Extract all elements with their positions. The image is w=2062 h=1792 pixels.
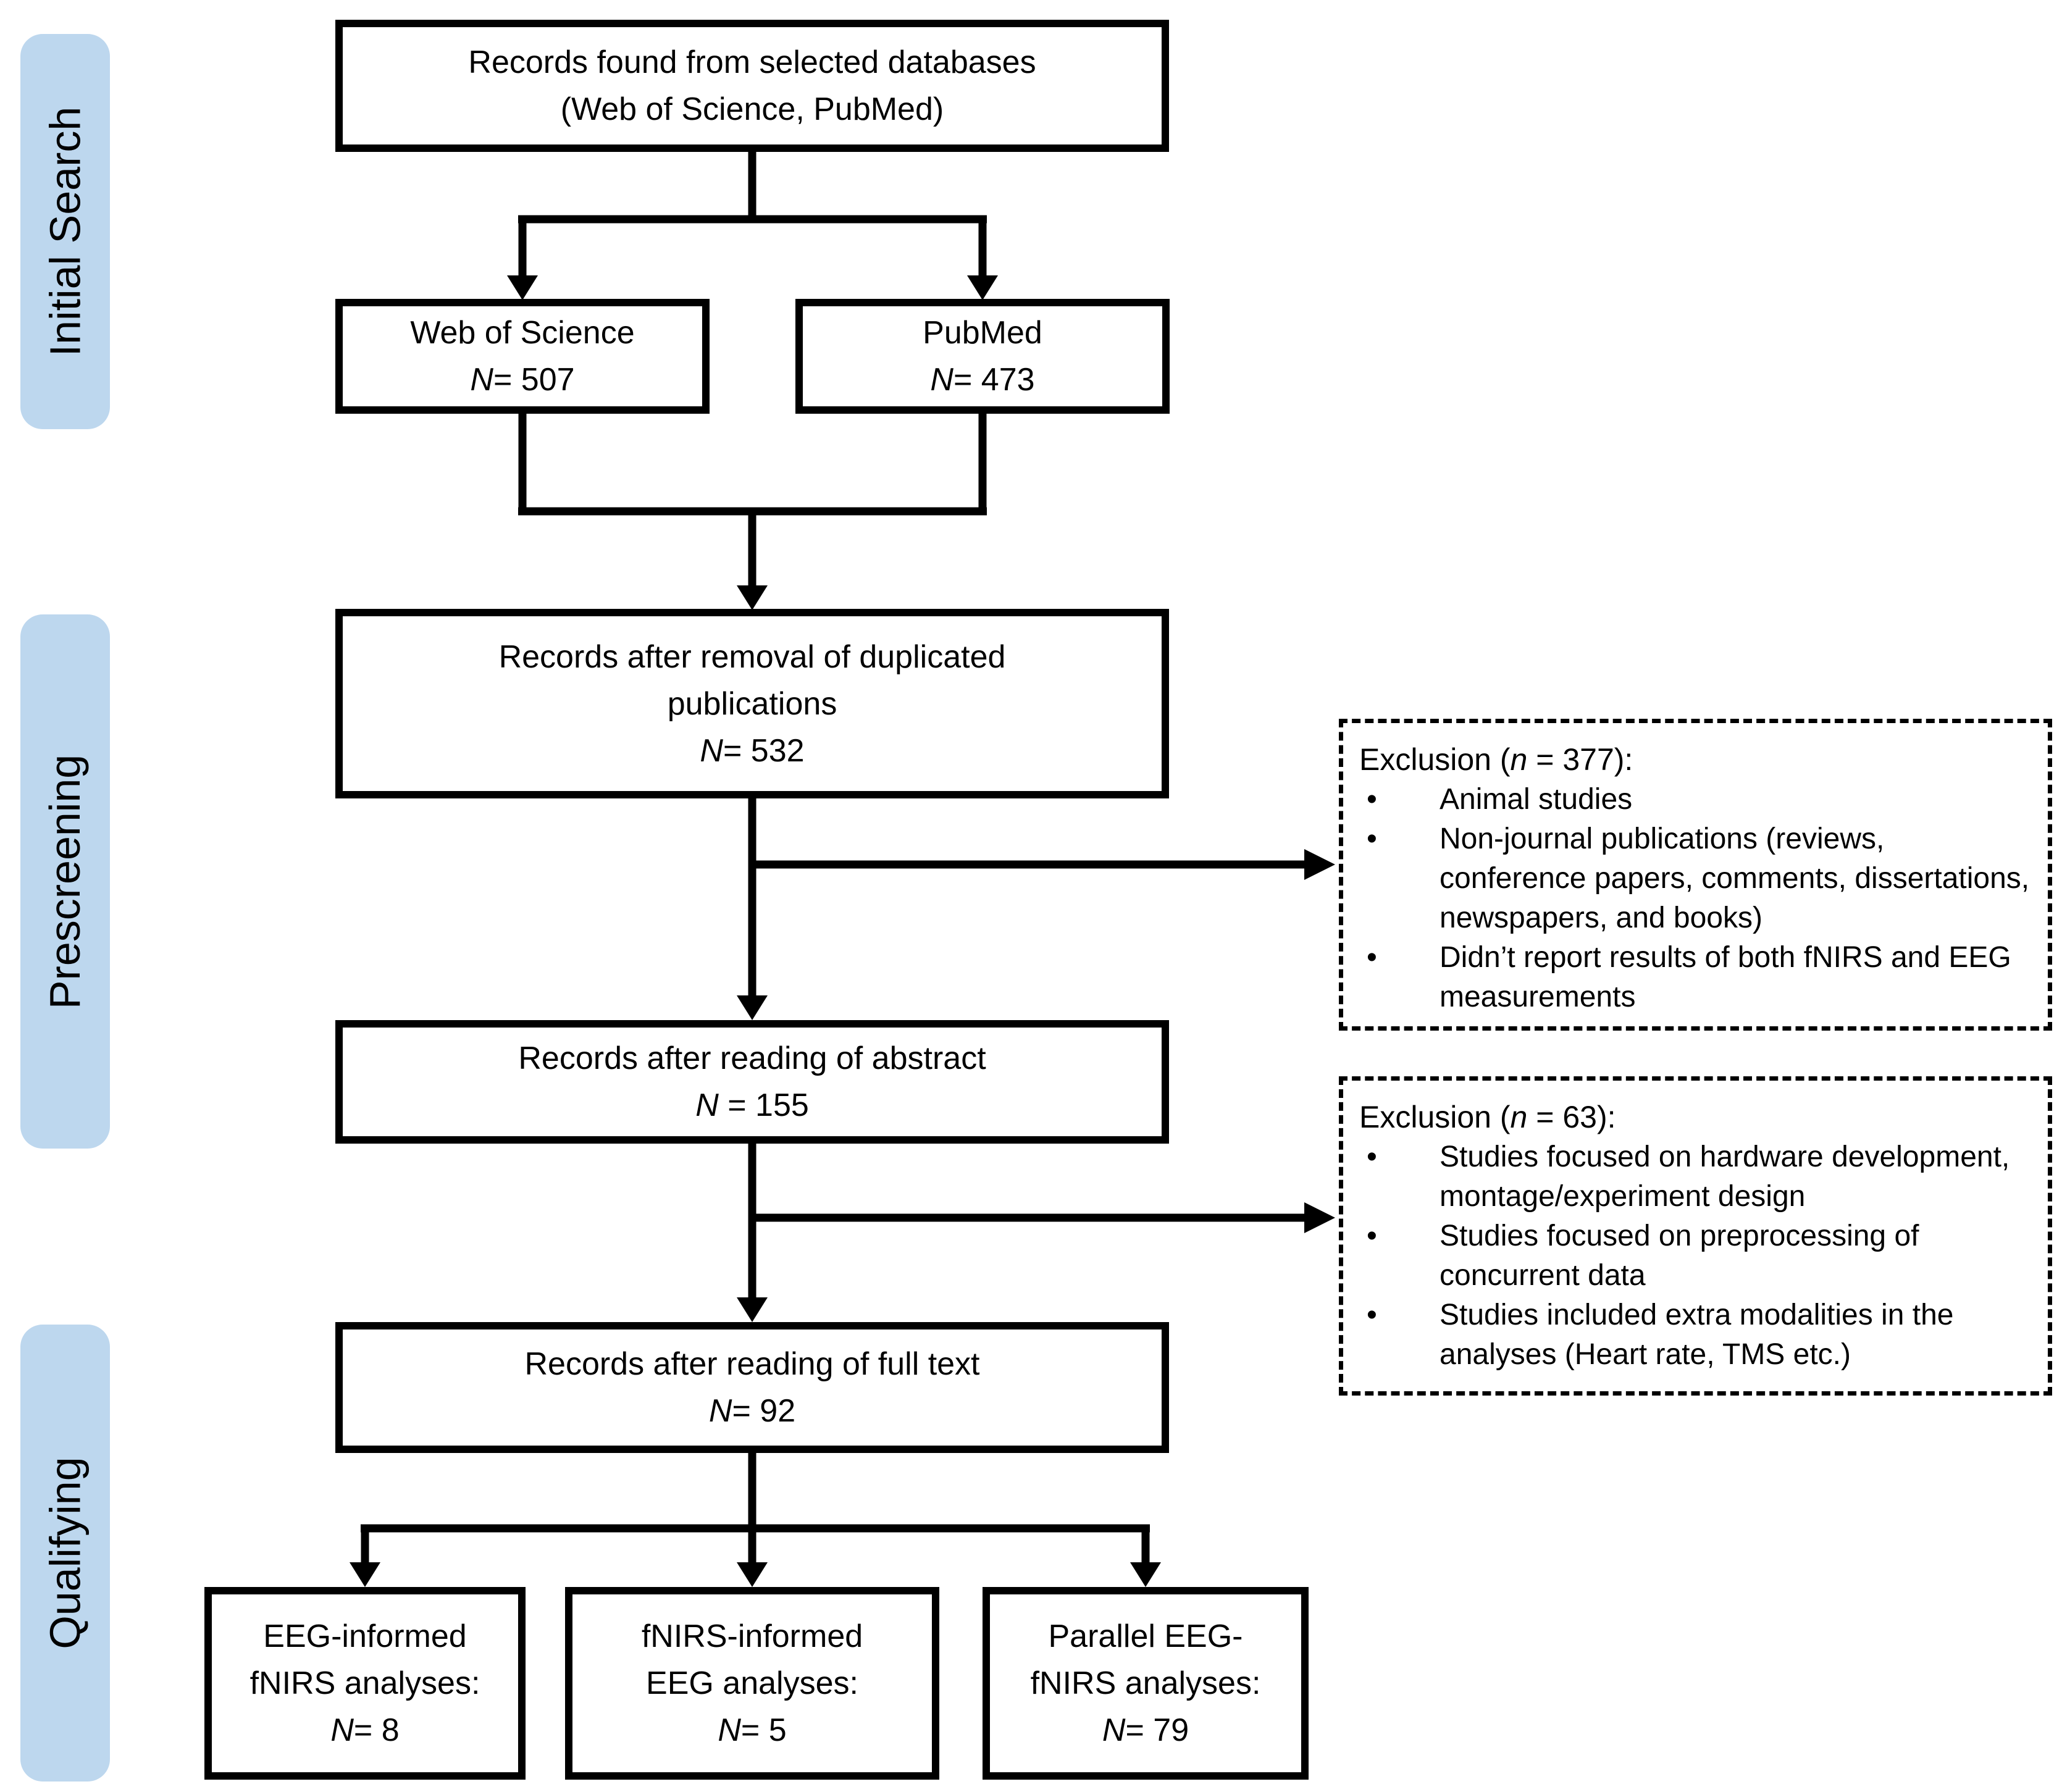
flow-box-databases: Records found from selected databases (W… [335, 20, 1169, 152]
bullet-icon: • [1367, 941, 1377, 974]
abstract-line-1: Records after reading of abstract [518, 1040, 986, 1076]
arrowhead-into-wos [507, 275, 538, 300]
exclusion-1-title-n: n [1510, 742, 1528, 777]
exclusion-2-item-2-text: Studies focused on preprocessing of conc… [1440, 1220, 1919, 1292]
flow-box-pubmed: PubMed N= 473 [795, 299, 1170, 414]
pubmed-title: PubMed [923, 315, 1042, 351]
flow-box-eeg-informed: EEG-informed fNIRS analyses: N= 8 [204, 1587, 526, 1780]
arrowhead-into-fulltext [737, 1297, 768, 1322]
parallel-line-1: Parallel EEG- [1048, 1618, 1243, 1654]
fulltext-line-1: Records after reading of full text [524, 1346, 980, 1382]
eeg-informed-line-2: fNIRS analyses: [249, 1665, 480, 1701]
exclusion-1-item-3-text: Didn’t report results of both fNIRS and … [1440, 941, 2011, 1013]
parallel-count: N= 79 [1102, 1707, 1189, 1754]
exclusion-2-item-2: • Studies focused on preprocessing of co… [1359, 1216, 2034, 1296]
stage-initial-search-label: Initial Search [41, 106, 90, 357]
flow-box-parallel: Parallel EEG- fNIRS analyses: N= 79 [983, 1587, 1309, 1780]
eeg-informed-count: N= 8 [330, 1707, 399, 1754]
deduplicated-n-symbol: N [700, 732, 723, 769]
fnirs-informed-n-value: = 5 [740, 1712, 787, 1748]
wos-n-value: = 507 [493, 362, 575, 398]
parallel-line-2: fNIRS analyses: [1030, 1665, 1261, 1701]
stage-prescreening-label: Prescreening [41, 754, 90, 1009]
arrowhead-into-deduplicated [737, 585, 768, 610]
exclusion-2-title-pre: Exclusion ( [1359, 1100, 1511, 1134]
wos-count: N= 507 [470, 356, 574, 403]
exclusion-1-item-1: • Animal studies [1359, 780, 2034, 819]
stage-prescreening: Prescreening [20, 614, 110, 1149]
exclusion-1-item-1-text: Animal studies [1440, 783, 1633, 816]
flow-box-fnirs-informed: fNIRS-informed EEG analyses: N= 5 [565, 1587, 939, 1780]
stage-qualifying: Qualifying [20, 1325, 110, 1782]
exclusion-1-item-2: • Non-journal publications (reviews, con… [1359, 819, 2034, 938]
fulltext-n-symbol: N [708, 1393, 732, 1429]
parallel-n-symbol: N [1102, 1712, 1126, 1748]
arrowhead-into-fnirs-informed [737, 1562, 768, 1587]
eeg-informed-n-value: = 8 [353, 1712, 400, 1748]
flow-box-abstract: Records after reading of abstract N = 15… [335, 1020, 1169, 1144]
wos-n-symbol: N [470, 362, 493, 398]
pubmed-n-value: = 473 [953, 362, 1035, 398]
flow-box-deduplicated: Records after removal of duplicated publ… [335, 609, 1169, 798]
bullet-icon: • [1367, 783, 1377, 816]
exclusion-2-item-1: • Studies focused on hardware developmen… [1359, 1137, 2034, 1216]
exclusion-2-item-1-text: Studies focused on hardware development,… [1440, 1141, 2010, 1213]
arrowhead-into-eeg-informed [350, 1562, 380, 1587]
arrowhead-into-pubmed [967, 275, 998, 300]
databases-line-1: Records found from selected databases [468, 44, 1036, 80]
deduplicated-n-value: = 532 [723, 732, 805, 769]
flow-box-fulltext: Records after reading of full text N= 92 [335, 1322, 1169, 1453]
databases-line-2: (Web of Science, PubMed) [560, 91, 944, 127]
parallel-n-value: = 79 [1125, 1712, 1189, 1748]
exclusion-2-item-3-text: Studies included extra modalities in the… [1440, 1299, 1954, 1371]
abstract-n-value: = 155 [718, 1087, 809, 1123]
arrowhead-into-exclusion-1 [1304, 849, 1335, 880]
exclusion-2-title-n: n [1510, 1100, 1528, 1134]
exclusion-2-item-3: • Studies included extra modalities in t… [1359, 1296, 2034, 1375]
arrowhead-into-exclusion-2 [1304, 1202, 1335, 1233]
bullet-icon: • [1367, 1299, 1377, 1331]
exclusion-2-title: Exclusion (n = 63): [1359, 1097, 2034, 1137]
fnirs-informed-n-symbol: N [718, 1712, 741, 1748]
arrowhead-into-abstract [737, 995, 768, 1020]
fulltext-n-value: = 92 [732, 1393, 796, 1429]
bullet-icon: • [1367, 1220, 1377, 1252]
deduplicated-count: N= 532 [700, 727, 804, 774]
fnirs-informed-line-1: fNIRS-informed [641, 1618, 863, 1654]
exclusion-1-title-pre: Exclusion ( [1359, 742, 1511, 777]
pubmed-count: N= 473 [930, 356, 1034, 403]
flow-box-web-of-science: Web of Science N= 507 [335, 299, 710, 414]
pubmed-n-symbol: N [930, 362, 953, 398]
stage-qualifying-label: Qualifying [41, 1457, 90, 1649]
deduplicated-line-1: Records after removal of duplicated [498, 639, 1006, 675]
abstract-count: N = 155 [695, 1082, 809, 1129]
exclusion-box-1: Exclusion (n = 377): • Animal studies • … [1339, 719, 2052, 1031]
arrowhead-into-parallel [1130, 1562, 1161, 1587]
bullet-icon: • [1367, 1141, 1377, 1173]
exclusion-2-title-post: = 63): [1527, 1100, 1616, 1134]
stage-initial-search: Initial Search [20, 34, 110, 429]
fnirs-informed-line-2: EEG analyses: [646, 1665, 858, 1701]
eeg-informed-line-1: EEG-informed [263, 1618, 467, 1654]
exclusion-1-item-2-text: Non-journal publications (reviews, confe… [1440, 823, 2030, 934]
exclusion-1-title: Exclusion (n = 377): [1359, 739, 2034, 780]
wos-title: Web of Science [410, 315, 635, 351]
fnirs-informed-count: N= 5 [718, 1707, 786, 1754]
exclusion-box-2: Exclusion (n = 63): • Studies focused on… [1339, 1076, 2052, 1396]
deduplicated-line-2: publications [667, 685, 837, 722]
abstract-n-symbol: N [695, 1087, 719, 1123]
bullet-icon: • [1367, 823, 1377, 855]
exclusion-1-item-3: • Didn’t report results of both fNIRS an… [1359, 938, 2034, 1017]
fulltext-count: N= 92 [709, 1388, 795, 1434]
eeg-informed-n-symbol: N [330, 1712, 354, 1748]
exclusion-1-title-post: = 377): [1527, 742, 1633, 777]
